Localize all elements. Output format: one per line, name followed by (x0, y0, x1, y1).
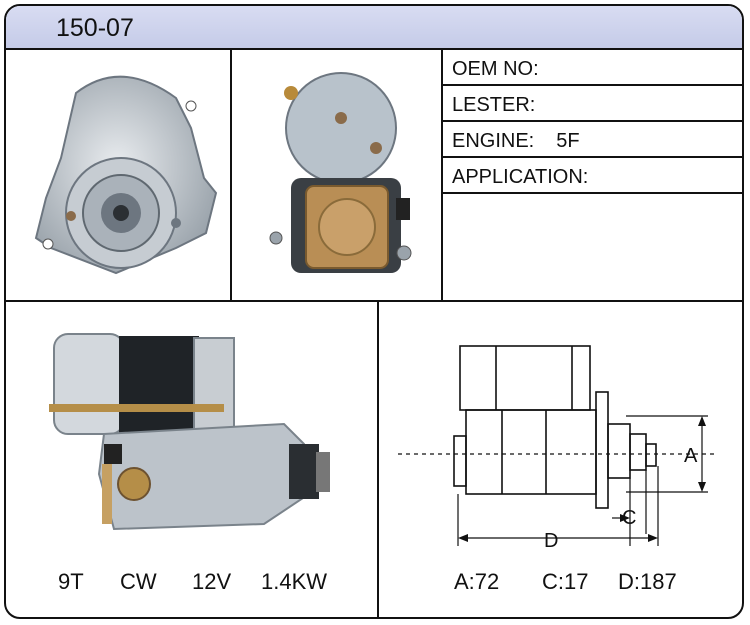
info-line-2 (443, 120, 742, 122)
spec-power: 1.4KW (261, 569, 328, 594)
application-row: APPLICATION: (452, 166, 610, 189)
info-line-4 (443, 192, 742, 194)
divider-middle (6, 300, 742, 302)
product-card: 150-07 OEM NO: LESTER: ENGINE: 5F APPLICA… (4, 4, 744, 619)
oem-label: OEM NO: (452, 58, 539, 80)
spec-rotation: CW (120, 569, 157, 594)
starter-side-view-image (49, 333, 330, 531)
engine-row: ENGINE: 5F (452, 130, 580, 153)
engine-label: ENGINE: (452, 130, 535, 152)
dimension-c: C:17 (542, 569, 589, 594)
dimension-drawing: A C D (398, 345, 716, 552)
dimension-a: A:72 (454, 569, 500, 594)
drawing-label-d: D (544, 530, 558, 552)
title-bar: 150-07 (6, 6, 742, 50)
drawing-label-c: C (622, 507, 636, 529)
divider-top-2 (441, 48, 443, 302)
divider-bottom (377, 302, 379, 617)
engine-value: 5F (556, 130, 580, 152)
info-line-1 (443, 84, 742, 86)
divider-top-1 (230, 48, 232, 302)
lester-label: LESTER: (452, 94, 536, 116)
oem-row: OEM NO: (452, 58, 561, 81)
spec-voltage: 12V (192, 569, 232, 594)
starter-front-view-image (34, 75, 218, 275)
dimension-d: D:187 (618, 569, 677, 594)
info-line-3 (443, 156, 742, 158)
lester-row: LESTER: (452, 94, 557, 117)
application-label: APPLICATION: (452, 166, 589, 188)
drawing-label-a: A (684, 445, 698, 467)
spec-teeth: 9T (58, 569, 84, 594)
part-code: 150-07 (56, 14, 134, 42)
starter-rear-view-image (269, 72, 412, 273)
